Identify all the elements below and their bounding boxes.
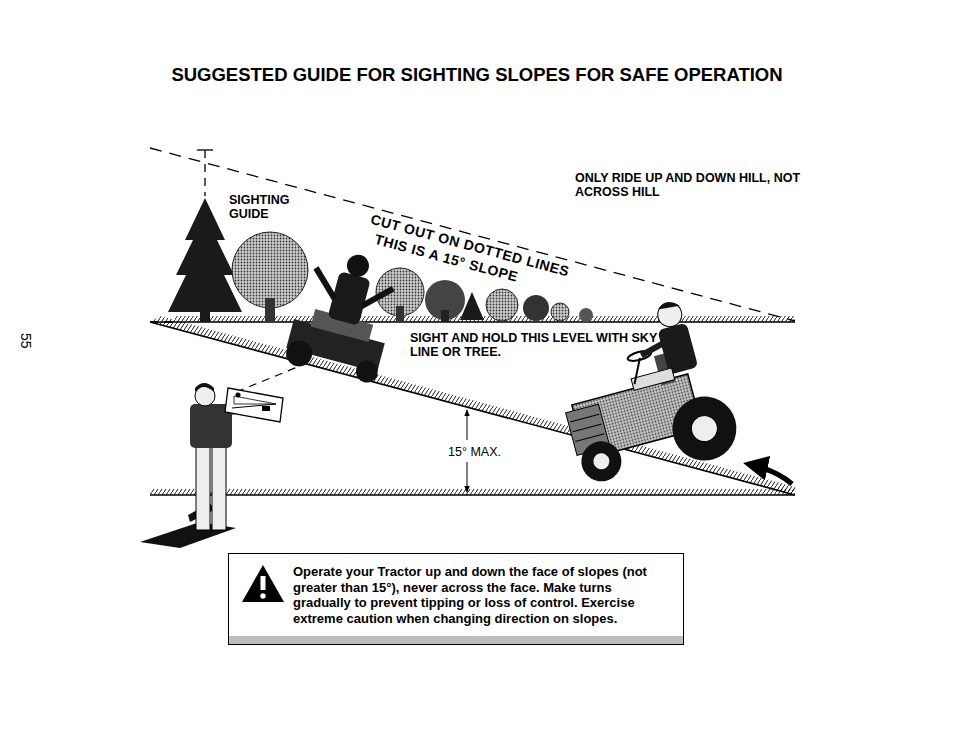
sighting-lines [236,366,300,392]
tractor-on-slope [309,268,341,299]
warning-icon [260,593,265,598]
page-title: SUGGESTED GUIDE FOR SIGHTING SLOPES FOR … [0,64,954,85]
tractor-riding-up [628,358,646,384]
trees [460,292,484,320]
person-with-guide [196,442,210,530]
ground-lines [150,316,795,495]
warning-icon [242,565,284,602]
shade-strip [229,636,683,644]
warning-icon [261,576,266,590]
tractor-riding-up [577,437,626,486]
angle-arrows [467,462,468,492]
person-with-guide [262,406,270,411]
tractor-on-slope [283,338,315,370]
person-with-guide [234,396,276,404]
angle-label: 15° MAX. [448,445,501,459]
warning-icon [241,564,285,604]
guide-label: SIGHTING GUIDE [229,193,319,222]
tractor-riding-up [657,323,698,375]
trees [200,306,210,322]
ground-lines [150,494,795,495]
ground-lines [150,322,795,495]
ground-lines [150,321,795,322]
sighting-lines [197,149,213,150]
tractor-riding-up [640,343,665,355]
tractor-riding-up [657,299,680,311]
trees [396,306,404,322]
person-with-guide [212,442,226,530]
trees [486,289,518,321]
direction-arrow [748,464,792,484]
tractor-on-slope [282,243,406,387]
tractor-riding-up [592,452,612,472]
tractor-on-slope [344,252,371,279]
trees [523,295,549,321]
tractor-riding-up [665,389,743,467]
angle-arrows [467,410,468,440]
page-number: 55 [18,333,34,349]
direction-arrow [748,464,792,484]
person-with-guide [140,383,283,548]
sighting-note: SIGHT AND HOLD THIS LEVEL WITH SKY LINE … [410,331,672,360]
person-with-guide [195,383,214,392]
person-with-guide [225,388,283,422]
trees [265,298,275,322]
trees [579,308,593,322]
person-with-guide [236,393,241,398]
tractor-riding-up [575,434,604,442]
trees [551,303,569,321]
ground-lines [150,489,795,495]
trees [441,310,449,322]
tractor-riding-up [570,414,599,422]
warning-box: Operate your Tractor up and down the fac… [228,553,684,645]
trees [232,232,308,308]
tractor-riding-up [573,424,602,432]
tractor-riding-up [688,413,720,445]
tractor-riding-up [545,293,744,493]
tractor-on-slope [362,282,394,313]
sighting-lines [204,150,205,196]
tractor-riding-up [655,300,684,329]
tractor-on-slope [353,358,380,385]
ground-lines [150,316,795,495]
riding-note: ONLY RIDE UP AND DOWN HILL, NOT ACROSS H… [575,171,825,200]
warning-text: Operate your Tractor up and down the fac… [293,564,671,626]
